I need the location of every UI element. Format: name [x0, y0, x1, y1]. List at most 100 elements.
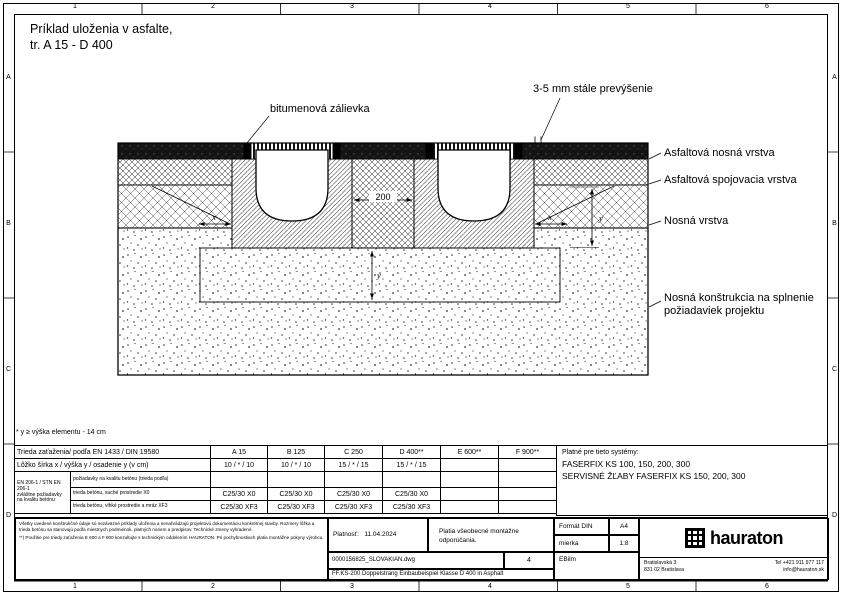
- bed-d400: 15 / * / 15: [382, 458, 442, 472]
- dimension-y-right: y: [570, 186, 603, 248]
- file-name-cell: 0000156825_SLOVAKIAN.dwg: [328, 552, 504, 569]
- concrete-wet-f900: [498, 500, 558, 514]
- dimension-x-right: x: [535, 212, 567, 226]
- validity-date: 11.04.2024: [364, 531, 397, 538]
- concrete-header: požiadavky na kvalitu betónu (trieda pod…: [69, 471, 212, 488]
- channel-profile-left: [255, 149, 329, 222]
- asphalt-surface-layer: [117, 142, 649, 160]
- ruler-row-a: A: [6, 74, 11, 81]
- ruler-col-3b: 3: [350, 583, 354, 590]
- class-e600: E 600**: [440, 445, 500, 459]
- ruler-col-1: 1: [73, 3, 77, 10]
- bed-c250: 15 / * / 15: [324, 458, 384, 472]
- page-title: Príklad uloženia v asfalte, tr. A 15 - D…: [30, 22, 172, 53]
- systems-heading: Platné pre tieto systémy:: [562, 449, 639, 456]
- ruler-row-b: B: [6, 220, 11, 227]
- ruler-row-d: D: [5, 512, 12, 519]
- center-infill-block: [351, 158, 415, 249]
- validity-label: Platnosť:: [333, 531, 359, 538]
- concrete-dry-d400: C25/30 X0: [382, 487, 442, 501]
- ruler-row-a2: A: [832, 74, 837, 81]
- empty-cell: [440, 471, 500, 488]
- page-title-line1: Príklad uloženia v asfalte,: [30, 22, 173, 36]
- concrete-dry-c250: C25/30 X0: [324, 487, 384, 501]
- label-surcharge: 3-5 mm stále prevýšenie: [533, 83, 653, 95]
- disclaimer-1: Všetky uvedené konštrukčné údaje sú nezá…: [19, 521, 315, 532]
- class-c250: C 250: [324, 445, 384, 459]
- format-value-cell: A4: [609, 518, 639, 535]
- ruler-row-c: C: [5, 366, 12, 373]
- concrete-dry-f900: [498, 487, 558, 501]
- empty-cell: [267, 471, 326, 488]
- scale-value-cell: 1:8: [609, 535, 639, 552]
- disclaimer-2: **) Použitie pre triedy zaťaženia E 600 …: [19, 535, 324, 541]
- ruler-col-5: 5: [626, 3, 630, 10]
- concrete-wet-label: trieda betónu, vlhké prostredie a mráz X…: [69, 500, 212, 514]
- concrete-norm: EN 206-1 / STN EN 206-1: [17, 480, 61, 492]
- concrete-wet-c250: C25/30 XF3: [324, 500, 384, 514]
- row-label-load-class: Trieda zaťaženia/ podľa EN 1433 / DIN 19…: [13, 445, 212, 459]
- systems-line2: SERVISNÉ ŽĽABY FASERFIX KS 150, 200, 300: [562, 471, 746, 482]
- scale-label-cell: mierka: [554, 535, 609, 552]
- ruler-col-6: 6: [765, 3, 769, 10]
- concrete-wet-d400: C25/30 XF3: [382, 500, 442, 514]
- channel-profile-right: [437, 149, 511, 222]
- brand-cell: hauraton Bratislavská 3 831 02 Bratislav…: [639, 518, 829, 580]
- label-asphalt-binder: Asfaltová spojovacia vrstva: [664, 174, 797, 186]
- concrete-norm-cell: EN 206-1 / STN EN 206-1 zvláštne požiada…: [14, 471, 71, 514]
- label-support-structure: Nosná konštrukcia na splnenie požiadavie…: [664, 292, 814, 318]
- bed-e600: [440, 458, 500, 472]
- bed-a15: 10 / * / 10: [210, 458, 269, 472]
- footnote: * y ≥ výška elementu - 14 cm: [16, 429, 106, 436]
- ruler-col-2: 2: [211, 3, 215, 10]
- disclaimer-cell: Všetky uvedené konštrukčné údaje sú nezá…: [15, 518, 328, 580]
- ruler-col-2b: 2: [211, 583, 215, 590]
- svg-text:x: x: [211, 212, 216, 222]
- dimension-y-bedding: y: [370, 251, 381, 299]
- dimension-x-left: x: [199, 212, 231, 226]
- ruler-row-d2: D: [831, 512, 838, 519]
- concrete-dry-label: trieda betónu, suché prostredie X0: [69, 487, 212, 501]
- brand-address-line1: Bratislavská 3: [644, 560, 677, 566]
- concrete-note: zvláštne požiadavky na kvalitu betónu: [17, 491, 62, 504]
- class-d400: D 400**: [382, 445, 442, 459]
- page-title-line2: tr. A 15 - D 400: [30, 37, 113, 52]
- brand-address-line2: 831 02 Bratislava: [644, 567, 685, 574]
- general-note-cell: Platia všeobecné montážne odporúčania.: [428, 518, 554, 552]
- ruler-row-b2: B: [832, 220, 837, 227]
- title-block: Všetky uvedené konštrukčné údaje sú nezá…: [14, 517, 829, 581]
- concrete-dry-a15: C25/30 X0: [210, 487, 269, 501]
- ruler-row-c2: C: [831, 366, 838, 373]
- section-outline: [117, 142, 649, 376]
- empty-cell: [324, 471, 384, 488]
- ruler-col-4b: 4: [488, 583, 492, 590]
- svg-text:x: x: [547, 212, 552, 222]
- ruler-col-4: 4: [488, 3, 492, 10]
- foundation-concrete: [117, 227, 649, 376]
- class-b125: B 125: [267, 445, 326, 459]
- hauraton-logo: hauraton: [640, 519, 828, 557]
- sheet-frame: [3, 3, 839, 592]
- ruler-col-3: 3: [350, 3, 354, 10]
- brand-phone: Tel +421 911 977 117: [774, 560, 824, 566]
- svg-text:y: y: [376, 270, 381, 280]
- format-label-cell: Formát DIN: [554, 518, 609, 535]
- valid-systems-panel: Platné pre tieto systémy: FASERFIX KS 10…: [556, 445, 828, 516]
- excavation-slope-lines: [151, 185, 615, 225]
- sheet-number-cell: 4: [504, 552, 554, 569]
- brand-email: info@hauraton.sk: [783, 567, 824, 574]
- concrete-dry-e600: [440, 487, 500, 501]
- concrete-dry-b125: C25/30 X0: [267, 487, 326, 501]
- bed-b125: 10 / * / 10: [267, 458, 326, 472]
- empty-cell: [382, 471, 442, 488]
- empty-cell: [498, 471, 558, 488]
- load-class-table: Trieda zaťaženia/ podľa EN 1433 / DIN 19…: [13, 445, 558, 514]
- ruler-col-6b: 6: [765, 583, 769, 590]
- systems-line1: FASERFIX KS 100, 150, 200, 300: [562, 459, 691, 469]
- dimension-200: 200: [354, 191, 412, 202]
- surcharge-ticks: [534, 136, 542, 143]
- hauraton-logo-icon: [684, 528, 705, 548]
- drawing-title-cell: FF.KS-200 Doppelstrang Einbaubeispiel Kl…: [328, 569, 554, 580]
- ruler-col-5b: 5: [626, 583, 630, 590]
